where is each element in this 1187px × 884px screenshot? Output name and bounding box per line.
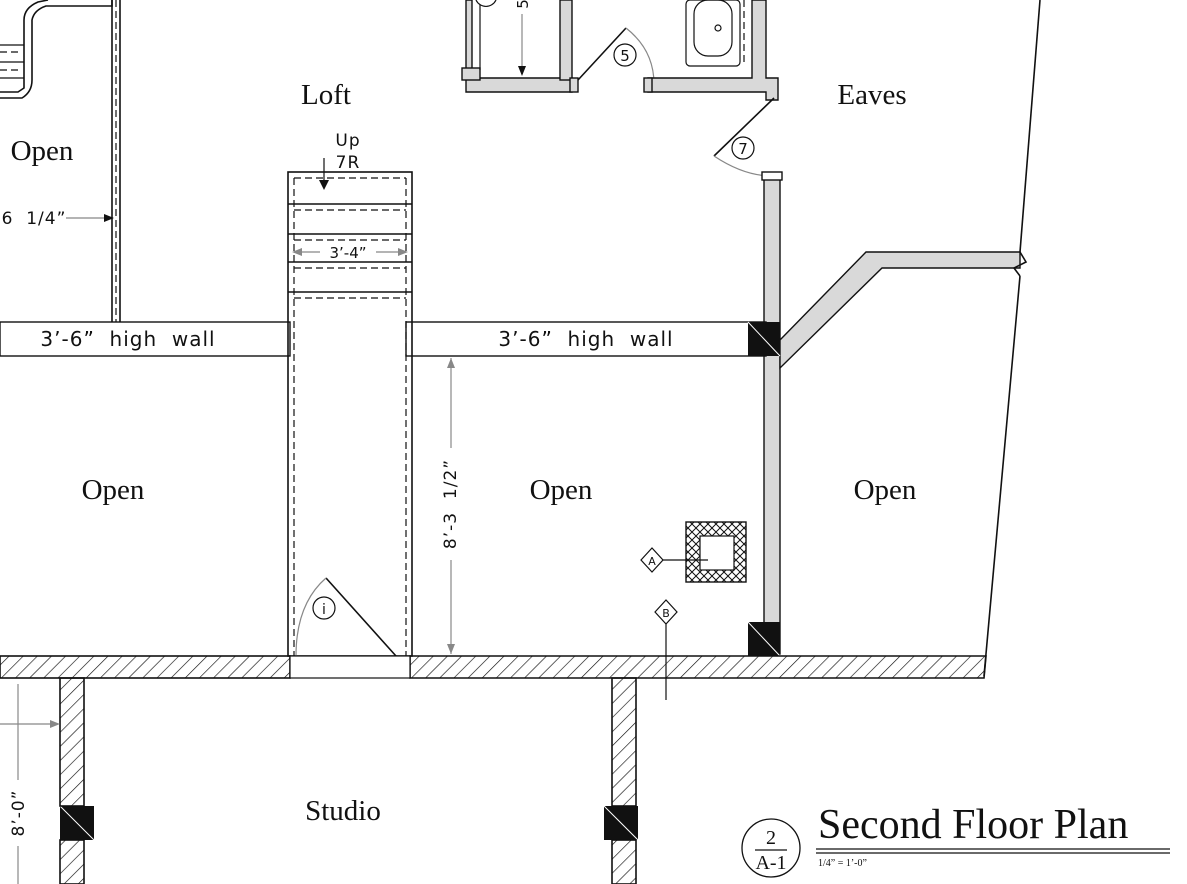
low-wall-label-right: 3’-6” high wall bbox=[498, 327, 673, 351]
top-partial-dimension-label: 5 bbox=[514, 0, 532, 9]
room-label-open-top-left: Open bbox=[11, 135, 74, 167]
room-label-studio: Studio bbox=[305, 795, 381, 827]
room-label-eaves: Eaves bbox=[837, 79, 906, 111]
left-vertical-dimension bbox=[0, 684, 60, 884]
room-label-open-left: Open bbox=[82, 474, 145, 506]
stair-risers-label: 7R bbox=[336, 153, 361, 173]
low-wall bbox=[0, 321, 781, 357]
left-partial-dimension-label: 6 1/4” bbox=[2, 209, 67, 229]
stair-width-dimension: 3’-4” bbox=[329, 244, 366, 262]
room-label-loft: Loft bbox=[301, 79, 351, 111]
svg-text:i: i bbox=[322, 602, 326, 618]
section-marker-b: B bbox=[662, 607, 670, 620]
door-tag-partial-top bbox=[475, 0, 497, 8]
title-block bbox=[741, 818, 1170, 878]
bath-walls bbox=[461, 0, 779, 177]
drawing-title: Second Floor Plan bbox=[818, 802, 1128, 848]
hatched-walls bbox=[0, 655, 987, 884]
posts bbox=[59, 621, 781, 841]
left-partial-dimension bbox=[66, 214, 114, 222]
door-tag-5: 5 bbox=[613, 43, 637, 67]
column-detail bbox=[640, 521, 747, 700]
stair bbox=[287, 158, 413, 657]
low-wall-label-left: 3’-6” high wall bbox=[40, 327, 215, 351]
svg-text:7: 7 bbox=[738, 140, 748, 158]
sheet-reference: A-1 bbox=[755, 852, 786, 874]
room-label-open-center: Open bbox=[530, 474, 593, 506]
svg-text:5: 5 bbox=[620, 47, 630, 65]
section-marker-a: A bbox=[648, 555, 656, 568]
sheet-number: 2 bbox=[766, 827, 776, 849]
room-label-open-right: Open bbox=[854, 474, 917, 506]
center-vertical-dimension bbox=[447, 358, 455, 654]
right-walls bbox=[761, 0, 1041, 677]
left-vertical-dimension-label: 8’-0” bbox=[9, 790, 29, 837]
door-tag-i: i bbox=[312, 596, 336, 620]
stair-up-label: Up bbox=[335, 131, 360, 151]
top-left-curved-wall bbox=[0, 0, 121, 322]
drawing-scale: 1/4” = 1’-0” bbox=[818, 858, 867, 869]
center-vertical-dimension-label: 8’-3 1/2” bbox=[441, 459, 461, 549]
door-tag-7: 7 bbox=[731, 136, 755, 160]
